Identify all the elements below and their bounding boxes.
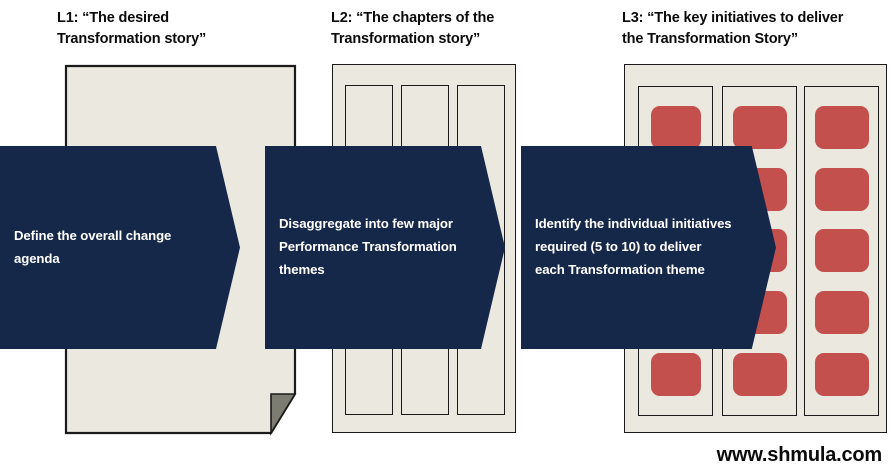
l3-initiative-column-3 xyxy=(804,86,879,416)
column-header-l3: L3: “The key initiatives to deliver the … xyxy=(622,10,844,47)
initiative-chip xyxy=(650,106,701,150)
column-header-l2: L2: “The chapters of the Transformation … xyxy=(331,10,495,47)
initiative-chip xyxy=(814,352,869,396)
arrow-define-change-agenda: Define the overall change agenda xyxy=(0,146,240,349)
arrow-label-2: Disaggregate into few major Performance … xyxy=(279,216,457,277)
initiative-chip xyxy=(814,106,869,150)
arrow-identify-initiatives: Identify the individual initiatives requ… xyxy=(521,146,776,349)
arrow-label-3: Identify the individual initiatives requ… xyxy=(535,216,732,277)
site-watermark: www.shmula.com xyxy=(716,444,883,466)
arrow-disaggregate-themes: Disaggregate into few major Performance … xyxy=(265,146,505,349)
arrow-label-1: Define the overall change agenda xyxy=(14,227,172,266)
initiative-chip xyxy=(814,229,869,273)
initiative-chip xyxy=(814,291,869,335)
column-header-l1: L1: “The desired Transformation story” xyxy=(57,10,207,47)
initiative-chip xyxy=(814,167,869,211)
initiative-chip xyxy=(650,352,701,396)
initiative-chip xyxy=(732,106,787,150)
initiative-chip xyxy=(732,352,787,396)
